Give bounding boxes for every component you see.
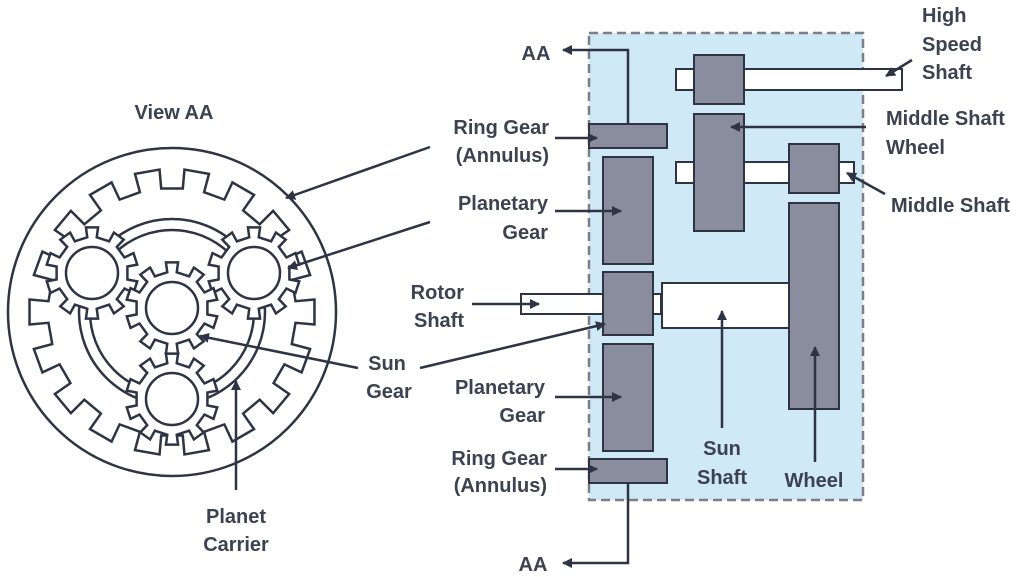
label-planetary-gear-top-1: Planetary	[458, 193, 549, 215]
label-aa-bottom: AA	[519, 554, 548, 576]
label-planetary-gear-bottom-1: Planetary	[455, 377, 546, 399]
label-planet-carrier-2: Carrier	[203, 534, 269, 556]
label-aa-top: AA	[522, 43, 551, 65]
label-ring-gear-bottom-1: Ring Gear	[451, 448, 547, 470]
middle-shaft-pinion-block	[788, 143, 840, 194]
label-rotor-shaft-1: Rotor	[411, 282, 465, 304]
planet-gear-left	[45, 226, 139, 320]
ring-gear-bottom-block	[588, 458, 668, 484]
planet-gear-bottom	[125, 352, 219, 446]
label-high-speed-shaft-2: Speed	[922, 34, 982, 56]
sun-shaft	[661, 282, 791, 329]
section-line-top	[562, 45, 630, 124]
label-planet-carrier-1: Planet	[206, 506, 266, 528]
planet-gear-bottom-hub	[144, 371, 200, 427]
middle-shaft-wheel-block	[693, 113, 745, 232]
label-planetary-gear-bottom-2: Gear	[499, 405, 545, 427]
label-high-speed-shaft-1: High	[922, 5, 966, 27]
labels: View AA AA AA High Speed Shaft Ring Gear…	[135, 5, 1011, 576]
label-rotor-shaft-2: Shaft	[414, 310, 464, 332]
arrow-high-speed-shaft	[885, 58, 913, 78]
planet-gear-right-hub	[226, 245, 282, 301]
label-ring-gear-top-1: Ring Gear	[453, 117, 549, 139]
arrow-sun-gear-block	[419, 321, 606, 370]
leader-arrows	[199, 58, 913, 490]
label-middle-shaft: Middle Shaft	[891, 195, 1010, 217]
label-ring-gear-top-2: (Annulus)	[456, 145, 549, 167]
view-aa-figure	[6, 146, 338, 478]
label-sun-gear-1: Sun	[368, 353, 406, 375]
sun-gear-hub	[144, 280, 200, 336]
label-sun-shaft-2: Shaft	[697, 467, 747, 489]
ring-gear-top-block	[588, 123, 668, 149]
high-speed-pinion-block	[693, 54, 745, 105]
label-planetary-gear-top-2: Gear	[502, 222, 548, 244]
label-high-speed-shaft-3: Shaft	[922, 62, 972, 84]
sun-gear	[125, 261, 219, 355]
label-middle-shaft-wheel-2: Wheel	[886, 137, 945, 159]
gearbox-schematic	[520, 31, 903, 568]
label-sun-shaft-1: Sun	[703, 438, 741, 460]
arrow-middle-shaft	[846, 171, 886, 196]
arrow-ring-gear-view	[285, 145, 431, 200]
section-line-bottom	[562, 483, 630, 568]
arrow-sun-gear-view	[199, 332, 359, 370]
label-sun-gear-2: Gear	[366, 381, 412, 403]
label-ring-gear-bottom-2: (Annulus)	[454, 475, 547, 497]
planet-gear-left-hub	[64, 245, 120, 301]
label-wheel: Wheel	[785, 470, 844, 492]
view-aa-title: View AA	[135, 102, 214, 124]
planet-gear-right	[207, 226, 301, 320]
arrow-planetary-gear-view	[287, 220, 431, 270]
sun-gear-block	[602, 271, 654, 336]
label-middle-shaft-wheel-1: Middle Shaft	[886, 108, 1005, 130]
